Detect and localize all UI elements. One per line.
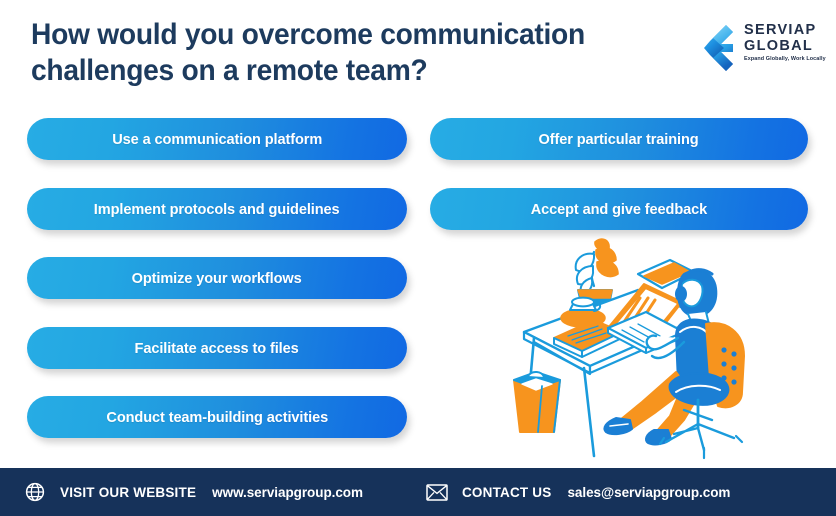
footer-contact-group[interactable]: CONTACT US sales@serviapgroup.com <box>426 481 730 503</box>
remote-worker-at-desk-illustration <box>498 232 754 464</box>
globe-icon <box>24 481 46 503</box>
page-title-line-1: How would you overcome communication <box>31 18 585 51</box>
brand-logo-text: SERVIAP GLOBAL Expand Globally, Work Loc… <box>744 22 826 62</box>
footer-website-group[interactable]: VISIT OUR WEBSITE www.serviapgroup.com <box>24 481 363 503</box>
answer-pill-accept-and-give-feedback[interactable]: Accept and give feedback <box>430 188 808 230</box>
brand-name-line-1: SERVIAP <box>744 22 817 38</box>
answer-pill-optimize-your-workflows[interactable]: Optimize your workflows <box>27 257 407 299</box>
page-title-line-2: challenges on a remote team? <box>31 54 428 87</box>
brand-name-line-2: GLOBAL <box>744 38 814 54</box>
page-title: How would you overcome communication cha… <box>31 17 633 89</box>
envelope-icon <box>426 481 448 503</box>
answer-pill-label: Optimize your workflows <box>132 269 302 287</box>
answer-pill-label: Implement protocols and guidelines <box>94 200 340 218</box>
brand-logo: SERVIAP GLOBAL Expand Globally, Work Loc… <box>700 22 826 76</box>
serviap-chevron-logo-icon <box>700 24 740 72</box>
answer-pill-facilitate-access-to-files[interactable]: Facilitate access to files <box>27 327 407 369</box>
answer-pill-conduct-team-building-activities[interactable]: Conduct team-building activities <box>27 396 407 438</box>
answer-pill-label: Accept and give feedback <box>530 200 708 218</box>
answer-pill-offer-particular-training[interactable]: Offer particular training <box>430 118 808 160</box>
answer-pill-label: Conduct team-building activities <box>106 408 328 426</box>
footer-contact-bar: VISIT OUR WEBSITE www.serviapgroup.com C… <box>0 468 836 516</box>
answer-pill-implement-protocols-and-guidelines[interactable]: Implement protocols and guidelines <box>27 188 407 230</box>
answer-pill-label: Use a communication platform <box>112 130 322 148</box>
footer-website-url[interactable]: www.serviapgroup.com <box>212 484 363 500</box>
footer-contact-email[interactable]: sales@serviapgroup.com <box>567 484 731 500</box>
answer-pill-label: Offer particular training <box>538 130 700 148</box>
footer-contact-label: CONTACT US <box>461 484 552 500</box>
brand-tagline: Expand Globally, Work Locally <box>744 56 826 62</box>
header: How would you overcome communication cha… <box>0 0 836 104</box>
answer-pill-label: Facilitate access to files <box>134 339 300 357</box>
answer-pill-use-a-communication-platform[interactable]: Use a communication platform <box>27 118 407 160</box>
footer-website-label: VISIT OUR WEBSITE <box>60 484 197 500</box>
